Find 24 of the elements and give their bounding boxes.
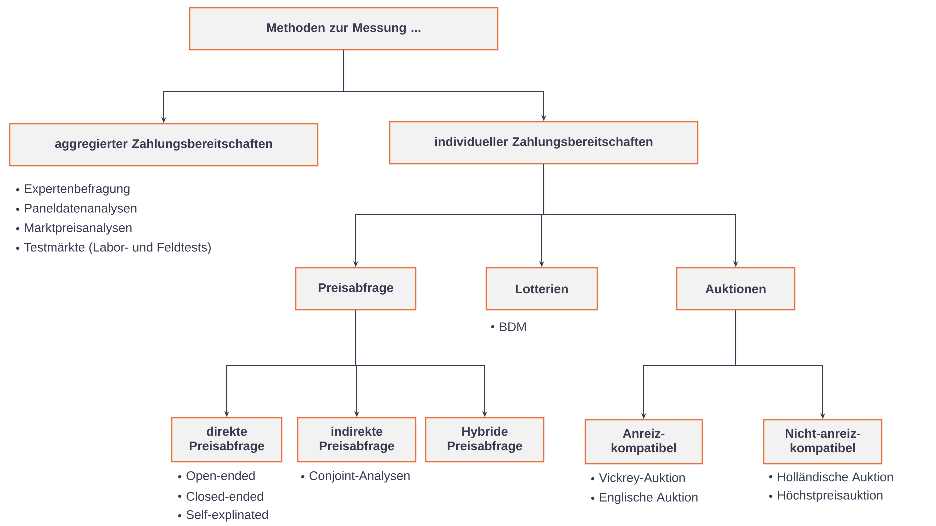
- category-box: Anreiz-kompatibel: [584, 419, 704, 465]
- category-box: Nicht-anreiz-kompatibel: [763, 419, 883, 465]
- bullet-item: Marktpreisanalysen: [16, 223, 132, 235]
- bullet-item: Paneldatenanalysen: [16, 204, 137, 216]
- bullet-item: Self-explinated: [178, 510, 268, 522]
- bullet-item: Holländische Auktion: [769, 472, 894, 482]
- bullet-item: Expertenbefragung: [16, 184, 130, 196]
- bullet-item: Closed-ended: [178, 492, 264, 502]
- category-box: individueller Zahlungsbereitschaften: [389, 121, 699, 165]
- bullet-item: Testmärkte (Labor- und Feldtests): [16, 242, 211, 254]
- category-box: Preisabfrage: [295, 267, 417, 311]
- bullet-item: BDM: [491, 322, 526, 332]
- bullet-item: Vickrey-Auktion: [591, 473, 685, 485]
- category-box: direkte Preisabfrage: [171, 417, 283, 463]
- category-box: Lotterien: [486, 267, 598, 311]
- category-box: Auktionen: [676, 267, 796, 311]
- category-box: Hybride Preisabfrage: [425, 417, 545, 463]
- bullet-item: Englische Auktion: [591, 492, 698, 504]
- category-box: aggregierter Zahlungsbereitschaften: [9, 123, 319, 167]
- bullet-item: Conjoint-Analysen: [301, 471, 410, 483]
- bullet-item: Open-ended: [178, 471, 255, 483]
- bullet-item: Höchstpreisauktion: [769, 490, 883, 502]
- category-box: indirekte Preisabfrage: [297, 417, 417, 463]
- category-box: Methoden zur Messung ...: [189, 7, 499, 51]
